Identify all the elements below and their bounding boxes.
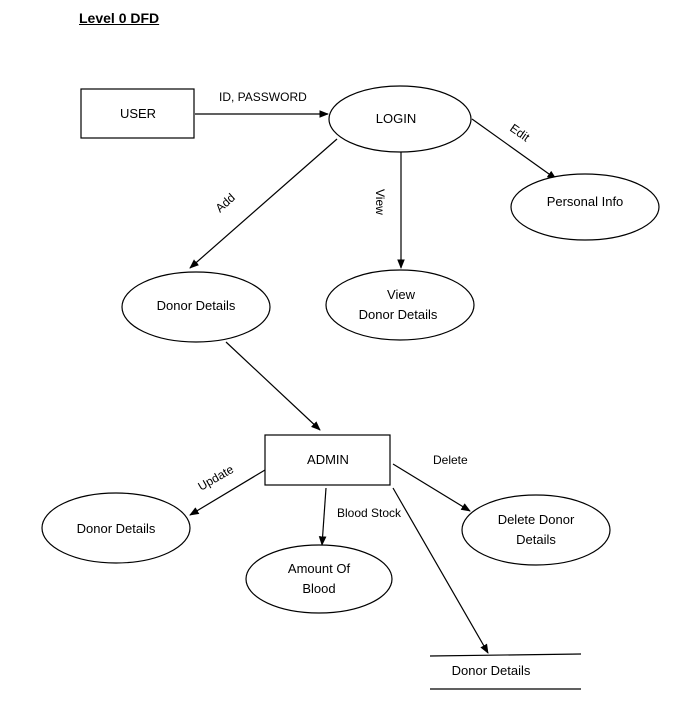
flow-admin-to-datastore — [392, 487, 489, 654]
personal-info-process — [510, 173, 660, 241]
delete-donor-label-line1: Delete Donor — [498, 512, 575, 527]
flow-admin-to-amount-of-blood — [318, 487, 327, 546]
donor-details-update-label: Donor Details — [77, 521, 156, 536]
flow-admin-to-delete-donor — [392, 463, 471, 512]
donor-details-add-label: Donor Details — [157, 298, 236, 313]
amount-of-blood-label-line2: Blood — [302, 581, 335, 596]
view-donor-label-line1: View — [387, 287, 416, 302]
delete-donor-label-line2: Details — [516, 532, 556, 547]
personal-info-label: Personal Info — [547, 194, 624, 209]
flow-admin-to-donor-details-update — [189, 469, 266, 516]
diagram-title: Level 0 DFD — [79, 10, 160, 26]
admin-entity-box — [264, 434, 391, 486]
user-entity-box — [80, 88, 195, 139]
view-donor-label-line2: Donor Details — [359, 307, 438, 322]
flow-login-to-personal-info — [471, 118, 557, 180]
flow-donor-details-to-admin — [225, 341, 321, 431]
amount-of-blood-process — [245, 544, 393, 614]
donor-details-update-process — [41, 492, 191, 564]
login-process — [328, 85, 472, 153]
admin-entity-label: ADMIN — [307, 452, 349, 467]
flow-label-view: View — [373, 189, 387, 215]
flow-label-delete: Delete — [433, 453, 468, 467]
datastore-donor-details-label: Donor Details — [452, 663, 531, 678]
flow-login-to-donor-details — [189, 138, 338, 269]
user-entity-label: USER — [120, 106, 156, 121]
datastore-top-line — [429, 653, 582, 657]
donor-details-add-process — [121, 271, 271, 343]
login-process-label: LOGIN — [376, 111, 416, 126]
flow-label-add: Add — [213, 191, 238, 216]
flow-label-edit: Edit — [507, 121, 533, 145]
view-donor-details-process — [325, 269, 475, 341]
flow-label-update: Update — [196, 462, 237, 494]
amount-of-blood-label-line1: Amount Of — [288, 561, 351, 576]
flow-label-id-password: ID, PASSWORD — [219, 90, 307, 104]
flow-label-blood-stock: Blood Stock — [337, 506, 402, 520]
delete-donor-details-process — [461, 494, 611, 566]
